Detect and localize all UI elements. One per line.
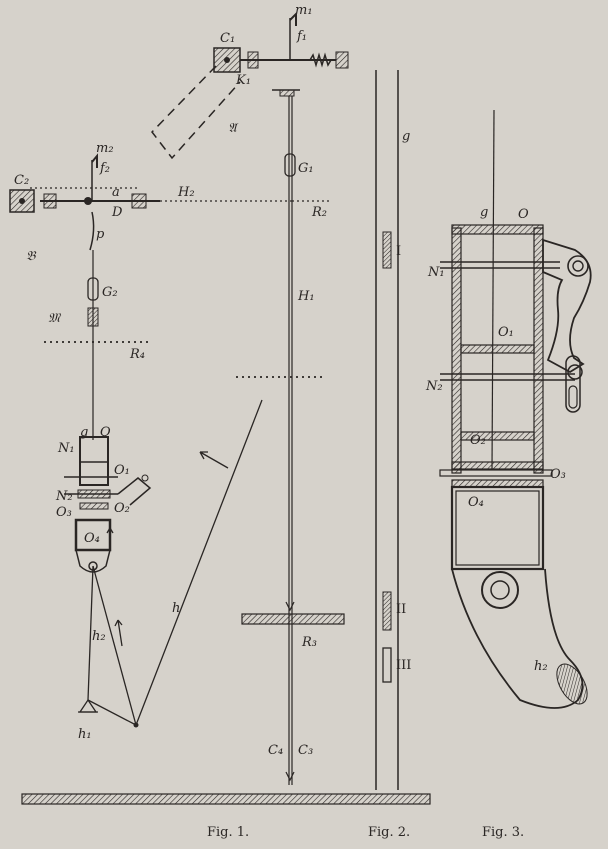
spring-top — [309, 52, 332, 68]
label-o4: O₄ — [84, 531, 100, 546]
plate-r3 — [241, 613, 345, 625]
fig2-label-iii: III — [396, 658, 411, 673]
fig3-cord — [491, 109, 495, 471]
figure-3: g O N₁ O₁ N₂ O₂ O₃ O₄ h₂ — [425, 109, 592, 709]
label-n2: N₂ — [55, 489, 73, 504]
label-m: 𝔐 — [48, 311, 62, 326]
label-c1: C₁ — [220, 31, 235, 46]
fig3-label-n1: N₁ — [427, 265, 445, 280]
label-f2: f₂ — [99, 161, 110, 176]
fig2-label-i: I — [396, 244, 401, 259]
label-r2: R₂ — [311, 205, 327, 220]
label-c4: C₄ — [268, 743, 283, 758]
label-r3: R₃ — [301, 635, 317, 650]
label-f-top: f₁ — [296, 29, 307, 44]
lever-h — [135, 399, 263, 726]
fig3-label-h2: h₂ — [534, 659, 548, 674]
label-m1: m₁ — [295, 3, 313, 18]
label-g1: G₁ — [298, 161, 314, 176]
label-n1: N₁ — [57, 441, 75, 456]
label-g2: G₂ — [102, 285, 118, 300]
label-d: D — [111, 205, 123, 220]
label-m2: m₂ — [96, 141, 114, 156]
caption-fig1: Fig. 1. — [207, 825, 249, 840]
label-h1: H₁ — [297, 289, 315, 304]
dashed-arm — [151, 65, 241, 160]
label-c3: C₃ — [298, 743, 313, 758]
label-o2: O₂ — [114, 501, 130, 516]
fig3-label-g: g — [480, 205, 488, 220]
spring-g2 — [87, 277, 99, 301]
grip-block — [450, 485, 545, 571]
fig2-label-g: g — [402, 129, 410, 144]
band-ii — [382, 591, 392, 631]
label-a-frame: 𝔄 — [228, 121, 239, 136]
spring-g1 — [284, 153, 296, 177]
label-o1: O₁ — [114, 463, 130, 478]
label-r4: R₄ — [129, 347, 145, 362]
caption-fig2: Fig. 2. — [368, 825, 410, 840]
band-i — [382, 231, 392, 269]
handle-h2 — [451, 568, 584, 709]
label-h-mid: h — [172, 601, 180, 616]
spring-m — [87, 307, 99, 327]
label-o: O — [100, 425, 111, 440]
fig3-label-n2: N₂ — [425, 379, 443, 394]
fig3-label-o1: O₁ — [498, 325, 514, 340]
band-iii — [382, 647, 392, 683]
fig3-label-o4: O₄ — [468, 495, 484, 510]
side-linkage — [542, 238, 592, 374]
label-p: p — [96, 227, 105, 242]
fig3-label-o3: O₃ — [550, 467, 566, 482]
figure-1: C₁ K₁ m₁ f₁ 𝔄 G₁ C₂ m₂ f₂ a D H₂ R₂ 𝔅 p … — [9, 3, 431, 805]
ground-bar — [21, 793, 431, 805]
pulley-c1 — [213, 47, 241, 73]
device-small — [64, 436, 152, 573]
label-b: 𝔅 — [26, 249, 37, 264]
fig2-label-ii: II — [396, 602, 406, 617]
figure-2: g I II III — [375, 70, 411, 790]
label-g: g — [80, 425, 88, 440]
label-k1: K₁ — [235, 73, 251, 88]
label-h-bottom: h₁ — [78, 727, 92, 742]
label-h-left: h₂ — [92, 629, 106, 644]
fig3-label-o2: O₂ — [470, 433, 486, 448]
label-c2: C₂ — [14, 173, 29, 188]
fig3-label-o: O — [518, 207, 529, 222]
label-h2: H₂ — [177, 185, 195, 200]
label-o3: O₃ — [56, 505, 72, 520]
caption-fig3: Fig. 3. — [482, 825, 524, 840]
label-a: a — [112, 185, 120, 200]
